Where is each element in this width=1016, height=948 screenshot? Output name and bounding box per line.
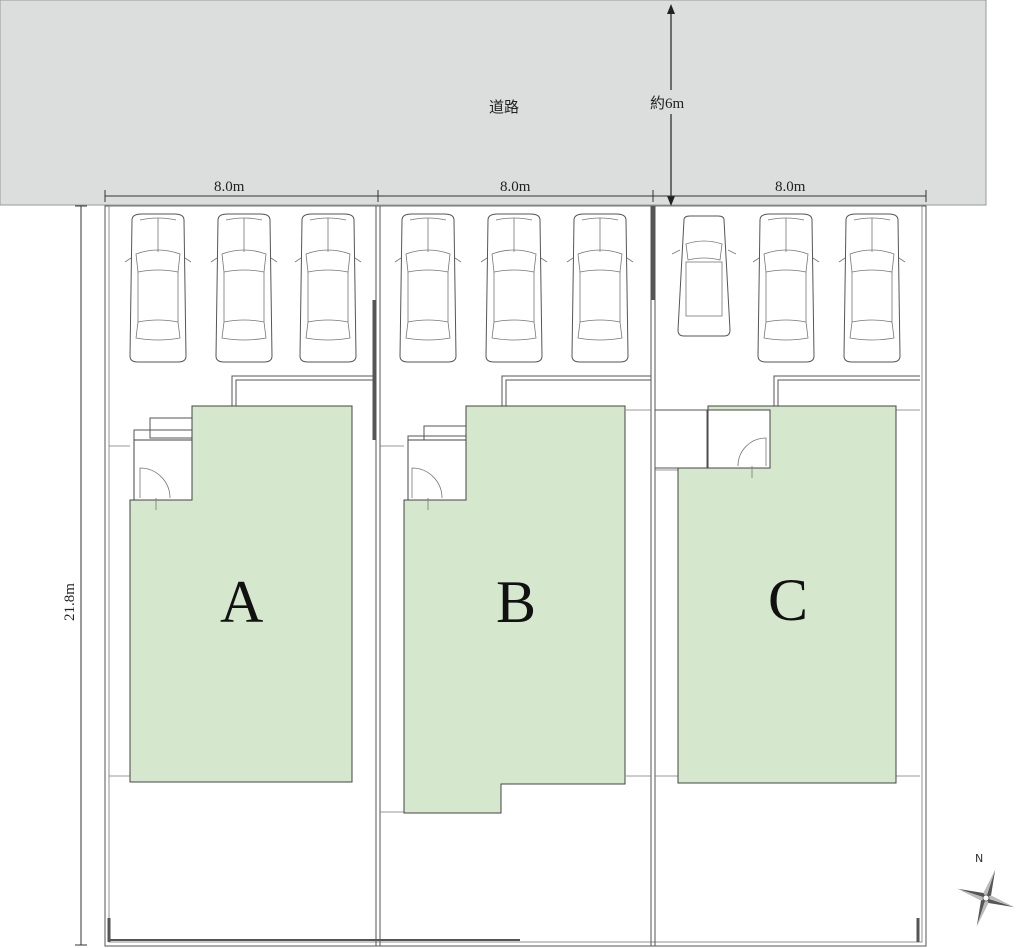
lot-a-building: A — [129, 405, 353, 783]
car-b3 — [566, 213, 634, 363]
parking-cars — [124, 213, 906, 363]
road — [0, 0, 987, 206]
frontage-dimension: 8.0m 8.0m 8.0m — [104, 179, 927, 202]
depth-label: 21.8m — [62, 583, 78, 621]
car-b2 — [480, 213, 548, 363]
road-width-dimension: 約6m — [648, 4, 694, 206]
lot-letter-a: A — [220, 569, 263, 635]
lot-b-building: B — [403, 405, 626, 814]
road-width-label: 約6m — [650, 95, 685, 112]
lot-letter-c: C — [768, 567, 808, 633]
frontage-label-b: 8.0m — [500, 179, 531, 195]
entrance-a — [133, 439, 193, 501]
car-b1 — [394, 213, 462, 363]
walkways — [109, 375, 920, 813]
compass-north-label: N — [975, 852, 983, 865]
car-c2 — [752, 213, 820, 363]
car-a2 — [210, 213, 278, 363]
compass-rose-icon — [957, 869, 1015, 927]
lot-letter-b: B — [496, 569, 536, 635]
site-outline — [104, 205, 927, 947]
compass: N — [957, 852, 1015, 927]
frontage-label-a: 8.0m — [214, 179, 245, 195]
car-c3 — [838, 213, 906, 363]
frontage-label-c: 8.0m — [775, 179, 806, 195]
entrance-b — [407, 439, 467, 501]
car-a3 — [294, 213, 362, 363]
car-c1 — [671, 215, 737, 337]
depth-dimension: 21.8m — [62, 205, 87, 946]
road-label: 道路 — [489, 98, 519, 116]
lot-c-building: C — [654, 405, 897, 784]
car-a1 — [124, 213, 192, 363]
